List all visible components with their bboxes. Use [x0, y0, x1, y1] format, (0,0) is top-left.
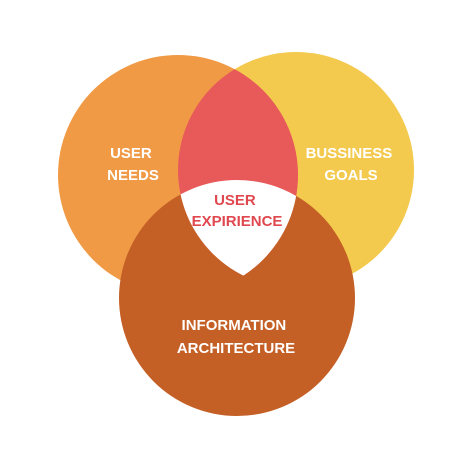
label-user-experience-line-1: USER [214, 192, 256, 209]
label-user-experience: USER EXPIRIENCE [192, 192, 283, 230]
label-business-goals: BUSSINESS GOALS [306, 145, 397, 184]
label-user-needs-line-2: NEEDS [107, 167, 159, 184]
label-information-architecture: INFORMATION ARCHITECTURE [177, 317, 295, 357]
label-user-needs: USER NEEDS [107, 145, 159, 184]
label-information-architecture-line-1: INFORMATION [182, 317, 287, 334]
label-business-goals-line-1: BUSSINESS [306, 145, 393, 162]
label-user-needs-line-1: USER [110, 145, 152, 162]
label-business-goals-line-2: GOALS [324, 167, 377, 184]
label-information-architecture-line-2: ARCHITECTURE [177, 340, 295, 357]
label-user-experience-line-2: EXPIRIENCE [192, 213, 283, 230]
circle-information-architecture [119, 180, 355, 416]
